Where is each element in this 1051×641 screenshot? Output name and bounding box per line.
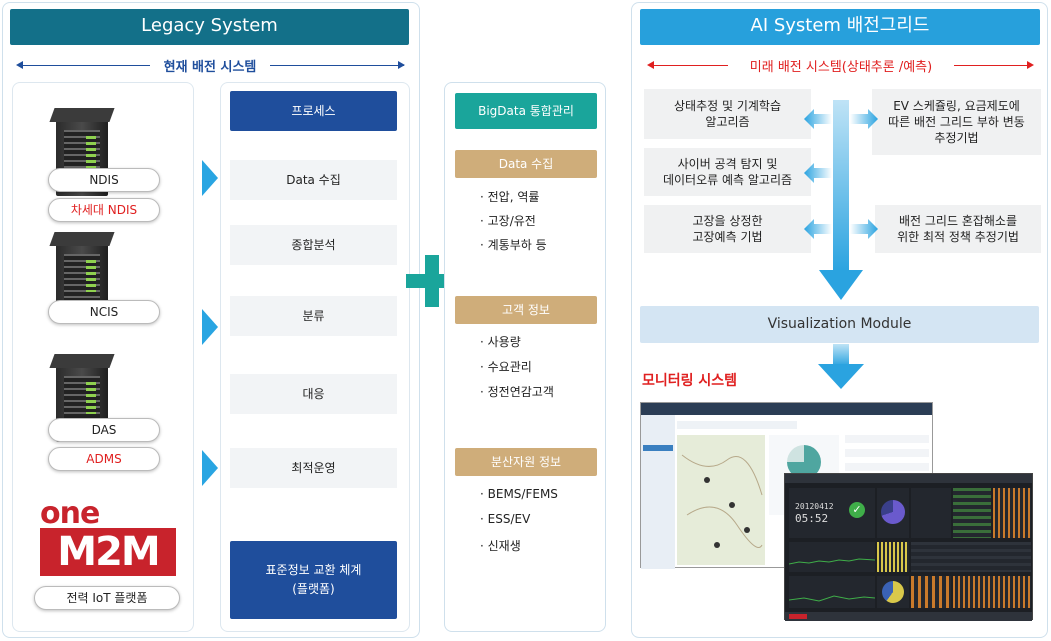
arrow-right-icon [1027,61,1034,69]
left-arrow-icon [804,109,832,129]
onem2m-logo: one M2M [40,496,180,586]
ai-title: AI System 배전그리드 [640,9,1040,45]
arrow-right-icon [398,61,405,69]
monitoring-screenshot-dashboard: 20120412 05:52 ✓ [784,473,1033,621]
bigdata-section-head: 분산자원 정보 [455,448,597,476]
ai-box-fault-prediction: 고장을 상정한 고장예측 기법 [644,205,811,253]
ai-box-line: 데이터오류 예측 알고리즘 [662,173,793,187]
arrow-left-icon [16,61,23,69]
monitoring-title: 모니터링 시스템 [642,373,738,389]
ai-box-congestion-policy: 배전 그리드 혼잡해소를 위한 최적 정책 추정기법 [875,205,1041,253]
bigdata-item: · 수요관리 [480,360,532,374]
ai-box-line: 배전 그리드 혼잡해소를 [898,214,1018,228]
bigdata-item: · 신재생 [480,539,521,553]
standard-exchange-line2: (플랫폼) [292,582,335,596]
triangle-arrow-icon [202,160,218,196]
process-item: 종합분석 [230,225,397,265]
ai-box-ev-scheduling: EV 스케쥴링, 요금제도에 따른 배전 그리드 부하 변동 추정기법 [872,89,1041,155]
bigdata-item: · 정전연감고객 [480,385,554,399]
ai-box-line: 따른 배전 그리드 부하 변동 [888,115,1025,129]
arrow-left-icon [647,61,654,69]
bigdata-item: · ESS/EV [480,512,531,526]
legacy-title: Legacy System [10,9,409,45]
bigdata-item: · 고장/유전 [480,214,536,228]
bigdata-item: · 사용량 [480,335,521,349]
process-head: 프로세스 [230,91,397,131]
ai-box-line: EV 스케쥴링, 요금제도에 [893,99,1020,113]
right-arrow-icon [850,219,878,239]
left-arrow-icon [804,163,832,183]
flow-arrows [804,100,878,300]
bigdata-section-head: Data 수집 [455,150,597,178]
bigdata-item: · 계통부하 등 [480,238,547,252]
process-item: 최적운영 [230,448,397,488]
server-label-adms: ADMS [48,447,160,471]
process-item: 분류 [230,296,397,336]
ai-box-cyber-attack: 사이버 공격 탐지 및 데이터오류 예측 알고리즘 [644,148,811,196]
triangle-arrow-icon [202,450,218,486]
server-label-ncis: NCIS [48,300,160,324]
ai-box-line: 위한 최적 정책 추정기법 [897,230,1019,244]
bigdata-title: BigData 통합관리 [455,93,597,129]
bigdata-item: · BEMS/FEMS [480,487,558,501]
right-arrow-icon [850,109,878,129]
left-arrow-icon [804,219,832,239]
ai-box-line: 추정기법 [934,131,979,145]
platform-label: 전력 IoT 플랫폼 [34,586,180,610]
vertical-arrow-shaft [833,100,849,272]
ai-box-line: 고장예측 기법 [692,230,763,244]
server-label-das: DAS [48,418,160,442]
process-item: 대응 [230,374,397,414]
standard-exchange-line1: 표준정보 교환 체계 [265,563,362,577]
ai-subtitle: 미래 배전 시스템(상태추론 /예측) [728,56,954,75]
dashboard-time: 05:52 [795,512,829,525]
down-arrow-icon [818,344,864,389]
bigdata-section-head: 고객 정보 [455,296,597,324]
dashboard-date: 20120412 [795,502,834,511]
check-icon: ✓ [849,502,865,518]
ai-box-line: 알고리즘 [705,115,750,129]
ai-box-line: 상태추정 및 기계학습 [674,99,781,113]
vertical-arrow-head [819,270,863,300]
ai-box-state-estimation: 상태추정 및 기계학습 알고리즘 [644,89,811,139]
standard-exchange-head: 표준정보 교환 체계 (플랫폼) [230,541,397,619]
visualization-module: Visualization Module [640,306,1039,343]
ai-box-line: 사이버 공격 탐지 및 [677,157,778,171]
ai-box-line: 고장을 상정한 [692,214,763,228]
bigdata-item: · 전압, 역률 [480,190,540,204]
triangle-arrow-icon [202,309,218,345]
server-label-next-ndis: 차세대 NDIS [48,198,160,222]
legacy-subtitle: 현재 배전 시스템 [150,56,270,75]
process-item: Data 수집 [230,160,397,200]
server-label-ndis: NDIS [48,168,160,192]
